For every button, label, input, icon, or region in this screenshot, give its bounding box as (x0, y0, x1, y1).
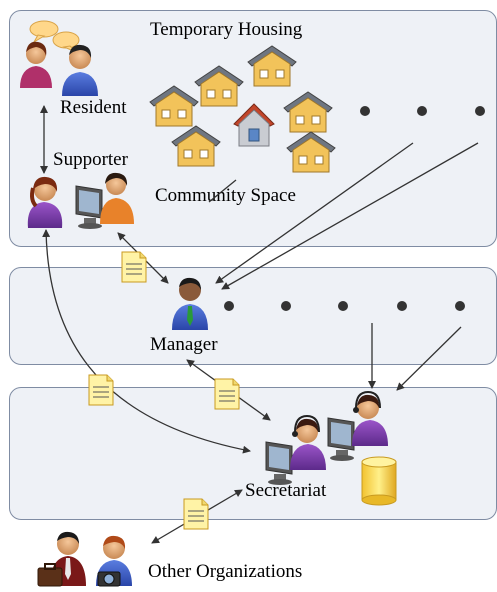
temporary-housing-label: Temporary Housing (150, 19, 303, 40)
computer-icon (75, 185, 103, 229)
manager-dot (224, 301, 234, 311)
manager-person-icon (172, 277, 208, 330)
speech-bubble-icon (29, 20, 80, 53)
supporter-person-icon (100, 172, 134, 224)
arrow-supporter-secretariat (42, 229, 251, 454)
housing-dot (360, 106, 370, 116)
ellipsis-dots (224, 106, 485, 311)
community-space-label: Community Space (155, 185, 296, 206)
computer-icon (327, 417, 355, 461)
headset-icon (294, 414, 320, 433)
computer-icon (265, 441, 293, 485)
secretariat-person-icon (352, 390, 388, 446)
arrow-dots-to-secretariat-2 (396, 326, 462, 391)
resident-person-icon (62, 44, 98, 96)
house-icon (149, 85, 199, 127)
supporter-person-icon (27, 176, 63, 228)
house-icon (283, 91, 333, 133)
housing-dot (475, 106, 485, 116)
briefcase-icon (37, 563, 63, 587)
secretariat-label: Secretariat (245, 480, 327, 501)
community-space-leader (208, 179, 237, 203)
arrows (40, 105, 479, 544)
resident-person-icon (20, 41, 52, 88)
database-icon (361, 456, 397, 506)
house-icon (286, 131, 336, 173)
document-icon (121, 251, 147, 283)
document-icon (183, 498, 209, 530)
house-icon (171, 125, 221, 167)
housing-dot (417, 106, 427, 116)
secretariat-person-icon (290, 414, 326, 470)
house-icon (194, 65, 244, 107)
document-icon (214, 378, 240, 410)
headset-icon (355, 390, 381, 409)
camera-icon (97, 571, 121, 587)
house-icon (247, 45, 297, 87)
resident-label: Resident (60, 97, 127, 118)
manager-dot (281, 301, 291, 311)
manager-dot (397, 301, 407, 311)
manager-dot (338, 301, 348, 311)
arrow-houses-to-manager-2 (221, 142, 479, 290)
supporter-label: Supporter (53, 149, 128, 170)
document-icon (88, 374, 114, 406)
community-house-icon (233, 103, 275, 147)
other-organizations-label: Other Organizations (148, 561, 303, 582)
manager-dot (455, 301, 465, 311)
